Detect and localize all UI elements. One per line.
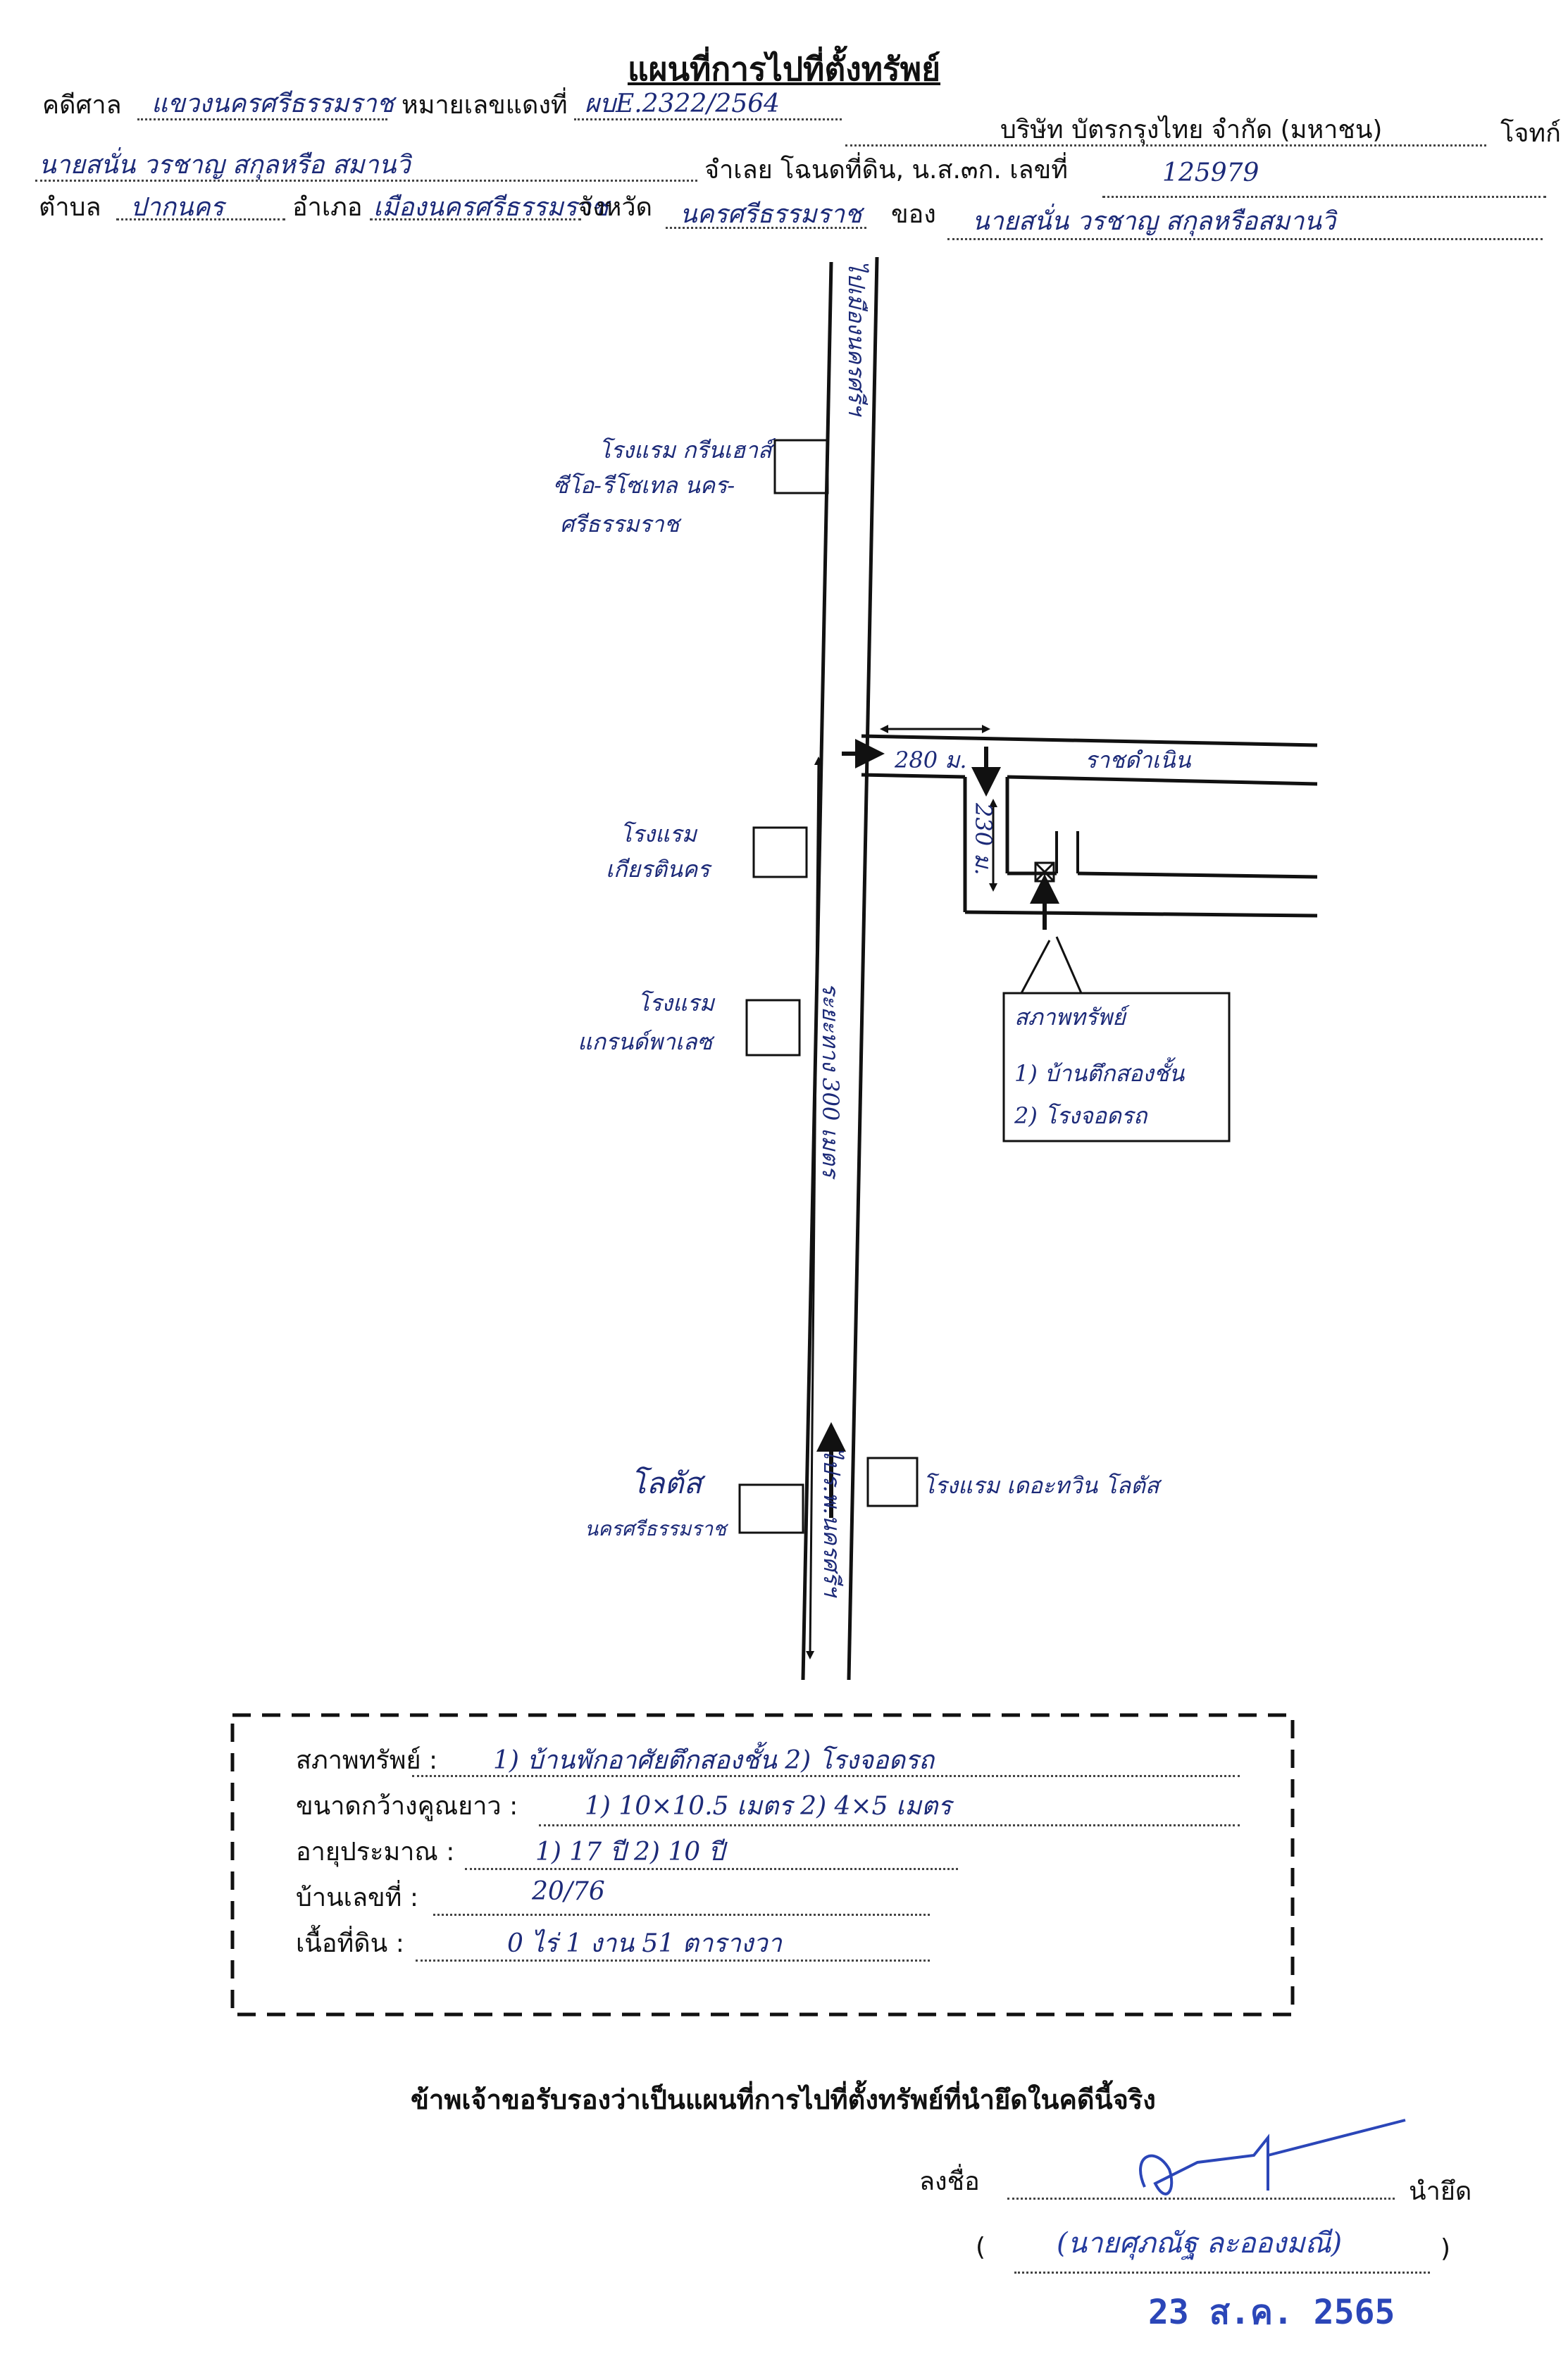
defendant-underline: [35, 180, 697, 182]
age-underline: [465, 1868, 958, 1870]
age-value: 1) 17 ปี 2) 10 ปี: [535, 1838, 725, 1867]
legend-box: [1002, 992, 1231, 1142]
main-road-east-edge: [847, 256, 879, 1681]
house-value: 20/76: [532, 1877, 605, 1906]
road-north-label: ไปเมืองนครศรีฯ: [843, 261, 870, 417]
sign-role: นำยึด: [1409, 2177, 1472, 2206]
house-underline: [433, 1914, 930, 1916]
house-label: บ้านเลขที่ :: [296, 1883, 418, 1912]
legend-item-2: 2) โรงจอดรถ: [1014, 1102, 1148, 1129]
province-label: จังหวัด: [578, 193, 652, 222]
deed-value: 125979: [1162, 158, 1259, 187]
red-no-value: ผบE.2322/2564: [585, 89, 780, 118]
owner-value: นายสนั่น วรชาญ สกุลหรือสมานวิ: [972, 207, 1336, 236]
legend-item-1: 1) บ้านตึกสองชั้น: [1014, 1057, 1185, 1087]
lotus-line1: โลตัส: [630, 1466, 707, 1500]
province-underline: [666, 227, 866, 229]
red-no-underline: [574, 118, 842, 120]
side-road-north-edge: [861, 734, 1318, 747]
court-label: คดีศาล: [42, 91, 122, 120]
signature: [1139, 2119, 1406, 2195]
dist-south-label: 230 ม.: [970, 802, 997, 876]
red-no-label: หมายเลขแดงที่: [402, 91, 568, 120]
condition-label: สภาพทรัพย์ :: [296, 1746, 438, 1775]
deed-underline: [1102, 196, 1546, 198]
hotel-grand-box: [745, 999, 801, 1057]
side-road-south-edge-west: [861, 773, 966, 779]
sign-label: ลงชื่อ: [919, 2167, 980, 2196]
hotel-kiat-line1: โรงแรม: [620, 821, 698, 847]
district-underline: [370, 218, 581, 220]
sign-underline: [1007, 2198, 1395, 2200]
hotel-green-line3: ศรีธรรมราช: [560, 511, 682, 537]
hotel-green-line2: ซีโอ-รีโซเทล นคร-: [553, 472, 735, 499]
hotel-green-house-box: [773, 439, 829, 494]
district-value: เมืองนครศรีธรรมราช: [373, 193, 609, 222]
road-south-label: ไปร.พ.นครศรีฯ: [819, 1447, 845, 1598]
size-underline: [539, 1824, 1240, 1826]
callout-pointer-b: [1020, 940, 1051, 994]
road-length-arrow: [806, 756, 823, 1659]
size-label: ขนาดกว้างคูณยาว :: [296, 1792, 518, 1821]
court-underline: [137, 118, 387, 120]
certify-statement: ข้าพเจ้าขอรับรองว่าเป็นแผนที่การไปที่ตั้…: [411, 2084, 1156, 2115]
province-value: นครศรีธรรมราช: [680, 200, 862, 229]
side-road-label: ราชดำเนิน: [1085, 747, 1191, 773]
lotus-box: [738, 1483, 804, 1534]
road-length-label: ระยะทาง 300 เมตร: [817, 983, 844, 1180]
condition-value: 1) บ้านพักอาศัยตึกสองชั้น 2) โรงจอดรถ: [493, 1746, 935, 1775]
plaintiff-value: บริษัท บัตรกรุงไทย จำกัด (มหาชน): [1000, 116, 1383, 144]
legend-title: สภาพทรัพย์: [1014, 1004, 1130, 1030]
subdistrict-value: ปากนคร: [130, 193, 224, 222]
land-label: เนื้อที่ดิน :: [296, 1929, 404, 1958]
side-road-south-edge-east: [1007, 775, 1318, 786]
callout-pointer-a: [1055, 936, 1083, 994]
court-value: แขวงนครศรีธรรมราช: [151, 89, 394, 118]
plaintiff-underline: [845, 144, 1486, 147]
hotel-kiat-line2: เกียรตินคร: [606, 856, 712, 883]
owner-label: ของ: [891, 200, 936, 229]
page-title: แผนที่การไปที่ตั้งทรัพย์: [627, 50, 941, 88]
land-value: 0 ไร่ 1 งาน 51 ตารางวา: [507, 1929, 782, 1958]
hotel-green-line1: โรงแรม กรีนเฮาส์: [599, 437, 776, 463]
defendant-value: นายสนั่น วรชาญ สกุลหรือ สมานวิ: [39, 151, 411, 180]
parallel-road-north-edge-east: [1077, 871, 1318, 879]
sign-close-paren: ): [1441, 2234, 1451, 2263]
signer-name-underline: [1014, 2272, 1430, 2274]
age-label: อายุประมาณ :: [296, 1838, 455, 1867]
hotel-grand-line1: โรงแรม: [637, 990, 716, 1016]
hotel-kiat-box: [752, 826, 808, 878]
condition-underline: [412, 1775, 1240, 1777]
hotel-twin-label: โรงแรม เดอะทวิน โลตัส: [923, 1472, 1162, 1499]
dist-east-label: 280 ม.: [894, 747, 967, 773]
plaintiff-label: โจทก์: [1500, 119, 1561, 148]
district-label: อำเภอ: [292, 193, 363, 222]
owner-underline: [947, 238, 1543, 240]
hotel-grand-line2: แกรนด์พาเลซ: [578, 1028, 715, 1055]
hotel-twin-box: [866, 1457, 919, 1507]
deed-label: โฉนดที่ดิน, น.ส.๓ก. เลขที่: [780, 156, 1068, 185]
size-value: 1) 10×10.5 เมตร 2) 4×5 เมตร: [585, 1792, 952, 1821]
subdistrict-label: ตำบล: [39, 193, 101, 222]
defendant-label: จำเลย: [704, 156, 773, 185]
signer-name: (นายศุภณัฐ ละอองมณี): [1057, 2227, 1343, 2260]
date-stamp: 23 ส.ค. 2565: [1148, 2293, 1395, 2332]
lotus-line2: นครศรีธรรมราช: [585, 1517, 728, 1540]
subdistrict-underline: [116, 218, 285, 220]
sign-open-paren: (: [976, 2233, 986, 2262]
parallel-road-south-edge: [964, 910, 1318, 918]
land-underline: [416, 1960, 930, 1962]
